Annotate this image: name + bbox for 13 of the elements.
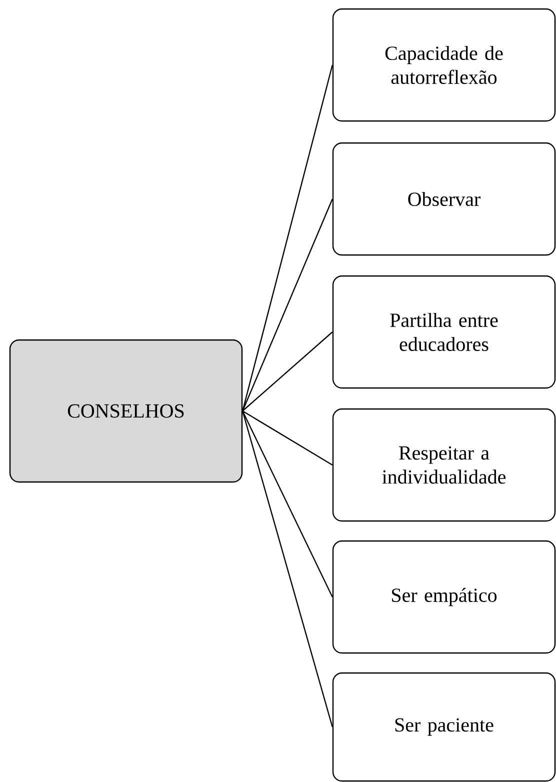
connector-line (242, 410, 333, 466)
connector-line (242, 198, 333, 412)
item-box: Respeitar a individualidade (332, 408, 556, 522)
item-box: Observar (332, 142, 556, 256)
connector-line (242, 410, 333, 728)
connector-line (242, 64, 333, 412)
connector-line (242, 410, 333, 598)
item-box: Ser empático (332, 540, 556, 654)
item-box: Partilha entre educadores (332, 275, 556, 389)
item-box: Capacidade de autorreflexão (332, 8, 556, 122)
item-box: Ser paciente (332, 672, 556, 782)
root-box: CONSELHOS (9, 339, 243, 483)
connector-line (242, 332, 333, 412)
